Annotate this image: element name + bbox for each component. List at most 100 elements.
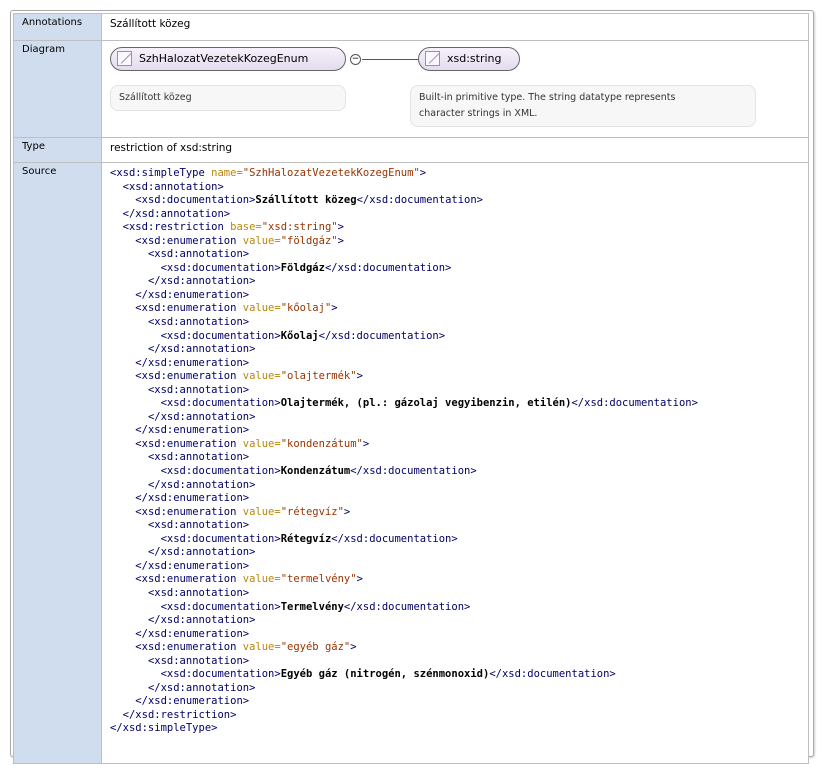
source-token: "rétegvíz" bbox=[280, 505, 344, 518]
source-line: <xsd:annotation> bbox=[110, 587, 808, 601]
source-token: <xsd:enumeration bbox=[135, 234, 243, 247]
source-line: <xsd:documentation>Rétegvíz</xsd:documen… bbox=[110, 533, 808, 547]
source-token: <xsd:annotation> bbox=[147, 451, 250, 464]
source-token: <xsd:documentation> bbox=[160, 261, 281, 274]
simpletype-icon bbox=[425, 51, 440, 66]
source-token: Termelvény bbox=[280, 600, 344, 613]
source-token: <xsd:documentation> bbox=[160, 465, 281, 478]
source-token: </xsd:annotation> bbox=[147, 275, 256, 288]
source-token: "kondenzátum" bbox=[280, 437, 363, 450]
source-token: Egyéb gáz (nitrogén, szénmonoxid) bbox=[280, 668, 490, 681]
source-token: <xsd:restriction bbox=[122, 221, 231, 234]
source-token: </xsd:restriction> bbox=[122, 708, 237, 721]
source-token: value= bbox=[242, 370, 281, 383]
annotations-label: Annotations bbox=[13, 13, 102, 41]
source-line: </xsd:enumeration> bbox=[110, 695, 808, 709]
source-token: base= bbox=[230, 221, 262, 234]
source-token: > bbox=[419, 167, 427, 179]
base-type-node[interactable]: xsd:string bbox=[418, 47, 520, 71]
source-token: </xsd:documentation> bbox=[489, 668, 616, 681]
source-line: </xsd:enumeration> bbox=[110, 492, 808, 506]
source-token: value= bbox=[242, 573, 281, 586]
base-type-doc-line2: character strings in XML. bbox=[419, 108, 538, 119]
source-token: Kőolaj bbox=[280, 329, 319, 342]
source-token: > bbox=[362, 437, 370, 450]
source-label: Source bbox=[13, 162, 102, 764]
source-line: </xsd:annotation> bbox=[110, 479, 808, 493]
source-token: <xsd:annotation> bbox=[147, 383, 250, 396]
simpletype-icon bbox=[117, 51, 132, 66]
source-line: </xsd:restriction> bbox=[110, 709, 808, 723]
source-token: <xsd:documentation> bbox=[160, 329, 281, 342]
source-token: <xsd:enumeration bbox=[135, 437, 243, 450]
source-line: <xsd:annotation> bbox=[110, 248, 808, 262]
source-token: </xsd:annotation> bbox=[147, 546, 256, 559]
source-token: value= bbox=[242, 234, 281, 247]
source-line: <xsd:documentation>Termelvény</xsd:docum… bbox=[110, 601, 808, 615]
source-token: <xsd:documentation> bbox=[160, 600, 281, 613]
annotations-value: Szállított közeg bbox=[101, 13, 809, 41]
source-line: </xsd:annotation> bbox=[110, 208, 808, 222]
source-token: > bbox=[356, 573, 363, 586]
source-line: </xsd:enumeration> bbox=[110, 357, 808, 371]
source-token: </xsd:enumeration> bbox=[135, 559, 250, 572]
source-token: <xsd:annotation> bbox=[147, 316, 250, 329]
source-line: <xsd:enumeration value="kondenzátum"> bbox=[110, 438, 808, 452]
source-token: <xsd:documentation> bbox=[160, 668, 281, 681]
source-token: </xsd:annotation> bbox=[147, 478, 256, 491]
source-line: <xsd:documentation>Kőolaj</xsd:documenta… bbox=[110, 330, 808, 344]
source-line: <xsd:annotation> bbox=[110, 181, 808, 195]
source-token: </xsd:documentation> bbox=[324, 261, 452, 274]
source-token: "olajtermék" bbox=[280, 370, 357, 383]
source-token: <xsd:annotation> bbox=[147, 654, 250, 667]
source-token: <xsd:enumeration bbox=[135, 505, 243, 518]
diagram-cell: SzhHalozatVezetekKozegEnum − xsd:string … bbox=[101, 40, 809, 138]
source-token: <xsd:enumeration bbox=[135, 302, 243, 315]
source-token: Rétegvíz bbox=[280, 532, 332, 545]
source-token: </xsd:simpleType> bbox=[110, 722, 218, 735]
source-token: <xsd:annotation> bbox=[147, 519, 250, 532]
source-code: <xsd:simpleType name="SzhHalozatVezetekK… bbox=[101, 162, 809, 764]
source-token: > bbox=[350, 641, 357, 654]
source-row: Source <xsd:simpleType name="SzhHalozatV… bbox=[13, 162, 809, 764]
source-token: </xsd:annotation> bbox=[147, 681, 256, 694]
source-token: > bbox=[356, 370, 363, 383]
source-token: Kondenzátum bbox=[280, 465, 351, 478]
schema-diagram: SzhHalozatVezetekKozegEnum − xsd:string … bbox=[102, 41, 782, 137]
base-type-doc-line1: Built-in primitive type. The string data… bbox=[419, 92, 676, 103]
source-line: <xsd:annotation> bbox=[110, 316, 808, 330]
source-line: <xsd:documentation>Egyéb gáz (nitrogén, … bbox=[110, 668, 808, 682]
source-token: <xsd:enumeration bbox=[135, 641, 243, 654]
source-token: </xsd:enumeration> bbox=[135, 627, 250, 640]
source-token: value= bbox=[242, 641, 281, 654]
source-line: <xsd:simpleType name="SzhHalozatVezetekK… bbox=[110, 167, 808, 181]
source-line: </xsd:annotation> bbox=[110, 546, 808, 560]
connector-line bbox=[362, 59, 418, 60]
source-line: </xsd:enumeration> bbox=[110, 289, 808, 303]
source-line: <xsd:enumeration value="földgáz"> bbox=[110, 235, 808, 249]
source-line: <xsd:annotation> bbox=[110, 384, 808, 398]
source-token: "egyéb gáz" bbox=[280, 641, 351, 654]
source-token: <xsd:annotation> bbox=[122, 180, 224, 193]
source-token: "xsd:string" bbox=[261, 221, 338, 234]
main-doc-note: Szállított közeg bbox=[110, 85, 346, 111]
source-token: <xsd:simpleType bbox=[110, 167, 212, 179]
diagram-row: Diagram SzhHalozatVezetekKozegEnum − xsd… bbox=[13, 40, 809, 138]
source-line: <xsd:enumeration value="olajtermék"> bbox=[110, 370, 808, 384]
source-token: <xsd:enumeration bbox=[135, 573, 243, 586]
expand-icon[interactable]: − bbox=[350, 54, 361, 65]
source-token: </xsd:enumeration> bbox=[135, 288, 250, 301]
type-label: Type bbox=[13, 137, 102, 163]
source-token: </xsd:enumeration> bbox=[135, 492, 250, 505]
source-line: <xsd:documentation>Szállított közeg</xsd… bbox=[110, 194, 808, 208]
source-token: <xsd:documentation> bbox=[160, 397, 281, 410]
source-token: </xsd:annotation> bbox=[147, 614, 256, 627]
simpletype-node[interactable]: SzhHalozatVezetekKozegEnum bbox=[110, 47, 346, 71]
source-line: <xsd:enumeration value="rétegvíz"> bbox=[110, 506, 808, 520]
source-line: </xsd:annotation> bbox=[110, 411, 808, 425]
simpletype-node-label: SzhHalozatVezetekKozegEnum bbox=[139, 52, 309, 65]
source-line: </xsd:enumeration> bbox=[110, 628, 808, 642]
source-line: <xsd:annotation> bbox=[110, 655, 808, 669]
source-line: <xsd:documentation>Olajtermék, (pl.: gáz… bbox=[110, 397, 808, 411]
source-token: value= bbox=[242, 302, 281, 315]
